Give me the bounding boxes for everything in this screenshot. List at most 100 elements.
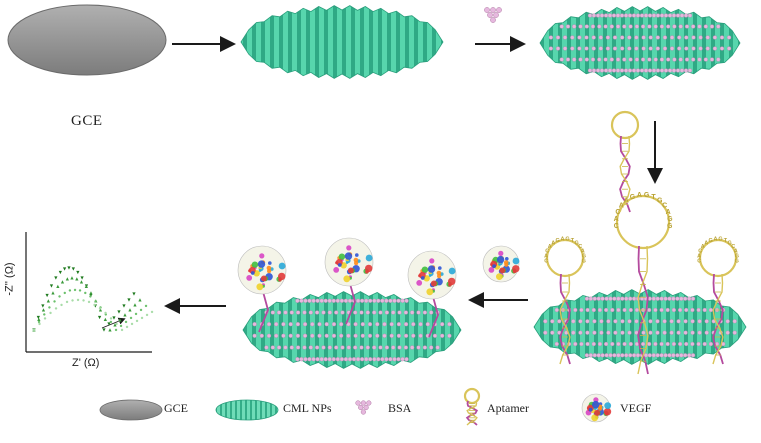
bsa-bead <box>490 7 496 13</box>
bsa-bead <box>697 24 702 29</box>
vegf-residue <box>344 252 353 260</box>
bsa-bead <box>647 341 652 347</box>
bsa-bead <box>571 319 576 324</box>
vegf-residue <box>355 253 359 257</box>
bsa-bead <box>490 17 496 23</box>
vegf-residue <box>345 261 349 264</box>
bsa-bead <box>672 24 677 29</box>
nyquist-point: ▼ <box>36 315 41 321</box>
nyquist-point: ▲ <box>60 279 65 285</box>
bsa-bead <box>340 345 345 350</box>
bsa-bead <box>303 357 308 362</box>
legend-cml-icon <box>215 399 279 421</box>
bsa-bead <box>440 333 445 338</box>
aptamer-strand <box>258 287 269 333</box>
bsa-bead <box>677 35 682 40</box>
bsa-bead <box>725 319 730 324</box>
vegf-residue <box>256 283 264 291</box>
vegf-residue <box>512 269 517 274</box>
aptamer-base: A <box>551 240 555 246</box>
bsa-bead <box>605 35 610 40</box>
bsa-bead <box>392 357 397 362</box>
bsa-bead <box>315 357 320 362</box>
aptamer-strand <box>619 135 631 213</box>
bsa-bead <box>302 310 307 315</box>
nyquist-point: ▼ <box>53 276 58 282</box>
vegf-residue <box>246 275 253 281</box>
aptamer-base: G <box>582 253 586 259</box>
bsa-bead <box>388 298 393 303</box>
bsa-bead <box>659 13 665 18</box>
bsa-bead <box>613 330 618 335</box>
bsa-bead <box>319 298 324 303</box>
bsa-bead <box>607 13 613 18</box>
bsa-bead <box>603 341 609 347</box>
nyquist-point: ● <box>38 321 41 327</box>
aptamer-base: A <box>734 248 738 254</box>
cml-surface <box>240 5 444 79</box>
bsa-bead <box>655 46 660 51</box>
bsa-bead <box>640 57 646 62</box>
aptamer-strand <box>428 292 439 338</box>
bsa-bead <box>404 322 409 327</box>
nyquist-point: ● <box>125 324 128 330</box>
bsa-bead <box>611 68 617 73</box>
bsa-bead <box>570 35 575 40</box>
bsa-bead <box>389 333 394 338</box>
bsa-bead <box>496 7 502 13</box>
bsa-bead <box>346 345 351 350</box>
bsa-bead <box>628 24 633 29</box>
nyquist-point: ▼ <box>93 304 98 310</box>
nyquist-point: ▼ <box>88 293 93 299</box>
nyquist-point: ● <box>135 318 138 324</box>
bsa-bead <box>579 341 584 347</box>
bsa-bead <box>598 46 603 51</box>
bsa-bead <box>400 357 405 362</box>
bsa-bead <box>675 68 681 73</box>
bsa-bead <box>596 353 601 358</box>
bsa-bead <box>609 57 614 62</box>
aptamer-strand <box>637 245 649 375</box>
bsa-bead <box>339 333 344 338</box>
bsa-bead <box>274 322 279 327</box>
vegf-residue <box>438 266 442 270</box>
bsa-bead <box>683 319 688 324</box>
bsa-bead <box>578 319 583 324</box>
bsa-bead <box>411 322 416 327</box>
bsa-bead <box>655 296 660 301</box>
nyquist-point: ▼ <box>111 315 116 321</box>
bsa-bead <box>584 46 589 51</box>
bsa-bead <box>679 13 685 18</box>
bsa-bead <box>382 333 387 338</box>
bsa-bead <box>425 322 430 327</box>
bsa-bead <box>592 330 597 335</box>
bsa-bead <box>671 353 676 358</box>
bsa-bead <box>327 310 332 315</box>
bsa-bead <box>353 310 358 315</box>
bsa-bead <box>671 13 677 18</box>
bsa-bead <box>683 330 688 335</box>
bsa-bead <box>324 333 329 338</box>
aptamer-loop <box>610 110 640 140</box>
bsa-bead <box>653 57 658 62</box>
bsa-bead <box>599 13 605 18</box>
bsa-bead <box>698 35 703 40</box>
bsa-bead <box>384 310 389 315</box>
bsa-bead <box>554 307 559 313</box>
bsa-bead <box>572 24 577 29</box>
bsa-bead <box>591 13 597 18</box>
bsa-bead <box>358 404 364 411</box>
bsa-bead <box>353 345 358 350</box>
bsa-bead <box>690 296 696 301</box>
bsa-bead <box>605 46 610 51</box>
vegf-residue <box>604 402 612 409</box>
bsa-bead <box>611 13 617 18</box>
bsa-bead <box>716 57 721 62</box>
nyquist-point: ▲ <box>36 317 41 323</box>
bsa-bead <box>651 68 657 73</box>
bsa-bead <box>397 345 402 350</box>
nyquist-point: ● <box>68 288 71 294</box>
bsa-bead <box>327 298 332 303</box>
aptamer-base: C <box>615 209 620 216</box>
bsa-bead <box>615 57 621 62</box>
